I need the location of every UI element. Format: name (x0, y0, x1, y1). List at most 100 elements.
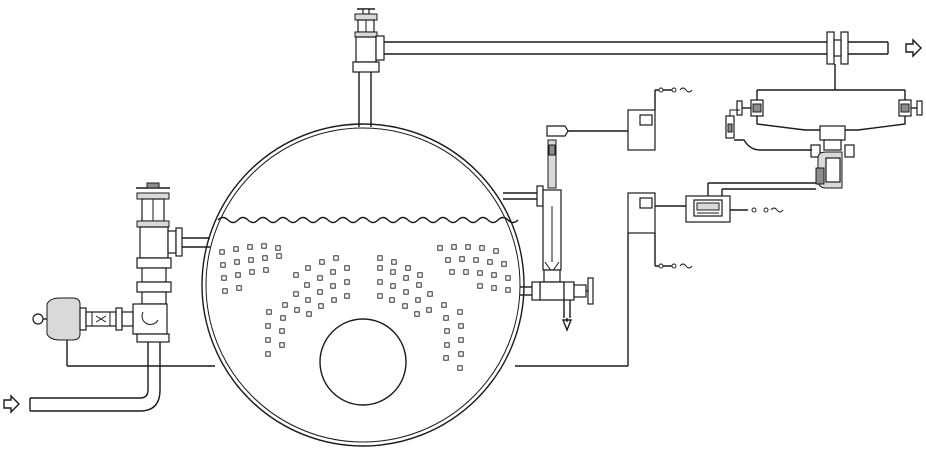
tube-end (415, 297, 421, 303)
tube-end (491, 285, 497, 291)
tube-end (293, 291, 299, 297)
transmitter-lower (627, 192, 693, 269)
tube-end (261, 243, 267, 249)
tube-end (501, 261, 507, 267)
water-level-line (217, 216, 519, 224)
tube-end (222, 288, 228, 294)
tube-end (282, 302, 288, 308)
tube-end (403, 289, 409, 295)
steam-outlet (358, 31, 922, 127)
feedwater-inlet (3, 342, 161, 414)
tube-end (444, 342, 450, 348)
tube-end (437, 245, 443, 251)
furnace-tube (319, 318, 407, 406)
motorized-control-valve (32, 297, 134, 341)
tube-end (304, 282, 310, 288)
tube-end (306, 311, 312, 317)
tube-end (491, 272, 497, 278)
tube-end (275, 245, 281, 251)
tube-end (457, 309, 463, 315)
tube-end (233, 246, 239, 252)
steam-gate-valve (352, 8, 385, 73)
tube-end (390, 283, 396, 289)
tube-end (427, 291, 433, 297)
tube-end (389, 297, 395, 303)
tube-end (477, 283, 483, 289)
tube-end (263, 267, 269, 273)
tube-end (333, 255, 339, 261)
transmitter-upper (627, 87, 693, 151)
tube-end (318, 303, 324, 309)
tilde-signal-icon (679, 263, 693, 269)
tube-end (377, 265, 383, 271)
tube-end (479, 245, 485, 251)
tube-end (416, 282, 422, 288)
tube-end (463, 269, 469, 275)
tube-end (280, 315, 286, 321)
tube-end (317, 275, 323, 281)
tube-end (234, 259, 240, 265)
tube-end (265, 351, 271, 357)
tube-end (344, 279, 350, 285)
tube-end (458, 337, 464, 343)
tube-end (249, 269, 255, 275)
tube-end (319, 259, 325, 265)
tube-end (293, 272, 299, 278)
flow-arrow-icon (3, 394, 20, 414)
tube-end (405, 265, 411, 271)
tube-end (235, 272, 241, 278)
tube-bank (219, 243, 511, 371)
tube-end (457, 365, 463, 371)
level-controller (685, 195, 784, 223)
tube-end (426, 307, 432, 313)
tube-end (265, 337, 271, 343)
tube-end (344, 293, 350, 299)
tube-end (305, 297, 311, 303)
tube-end (236, 285, 242, 291)
flow-arrow-icon (905, 38, 922, 58)
tube-end (403, 275, 409, 281)
feedwater-valve-stack (132, 182, 210, 343)
tube-end (477, 270, 483, 276)
tube-end (458, 323, 464, 329)
tube-end (377, 255, 383, 261)
tube-end (317, 289, 323, 295)
tube-end (305, 265, 311, 271)
tilde-signal-icon (679, 87, 693, 93)
tube-end (248, 257, 254, 263)
tube-end (465, 244, 471, 250)
tube-end (219, 249, 225, 255)
tube-end (221, 275, 227, 281)
tube-end (414, 311, 420, 317)
tube-end (265, 323, 271, 329)
tube-end (331, 297, 337, 303)
tube-end (276, 253, 282, 259)
tube-end (443, 315, 449, 321)
tube-end (445, 257, 451, 263)
tube-end (449, 269, 455, 275)
tube-end (262, 255, 268, 261)
tube-end (444, 328, 450, 334)
tube-end (247, 244, 253, 250)
level-instrument (503, 125, 628, 332)
tube-end (505, 275, 511, 281)
tube-end (473, 257, 479, 263)
tube-end (459, 256, 465, 262)
tube-end (377, 279, 383, 285)
boiler-drum (201, 123, 525, 447)
signal-wiring (515, 89, 824, 367)
tube-end (487, 259, 493, 265)
tube-end (330, 283, 336, 289)
tube-end (441, 302, 447, 308)
tube-end (443, 355, 449, 361)
tube-end (266, 309, 272, 315)
tube-end (220, 262, 226, 268)
tube-end (279, 328, 285, 334)
tube-end (390, 269, 396, 275)
tube-end (344, 265, 350, 271)
tube-end (417, 272, 423, 278)
tube-end (402, 303, 408, 309)
tube-end (493, 248, 499, 254)
tube-end (279, 342, 285, 348)
